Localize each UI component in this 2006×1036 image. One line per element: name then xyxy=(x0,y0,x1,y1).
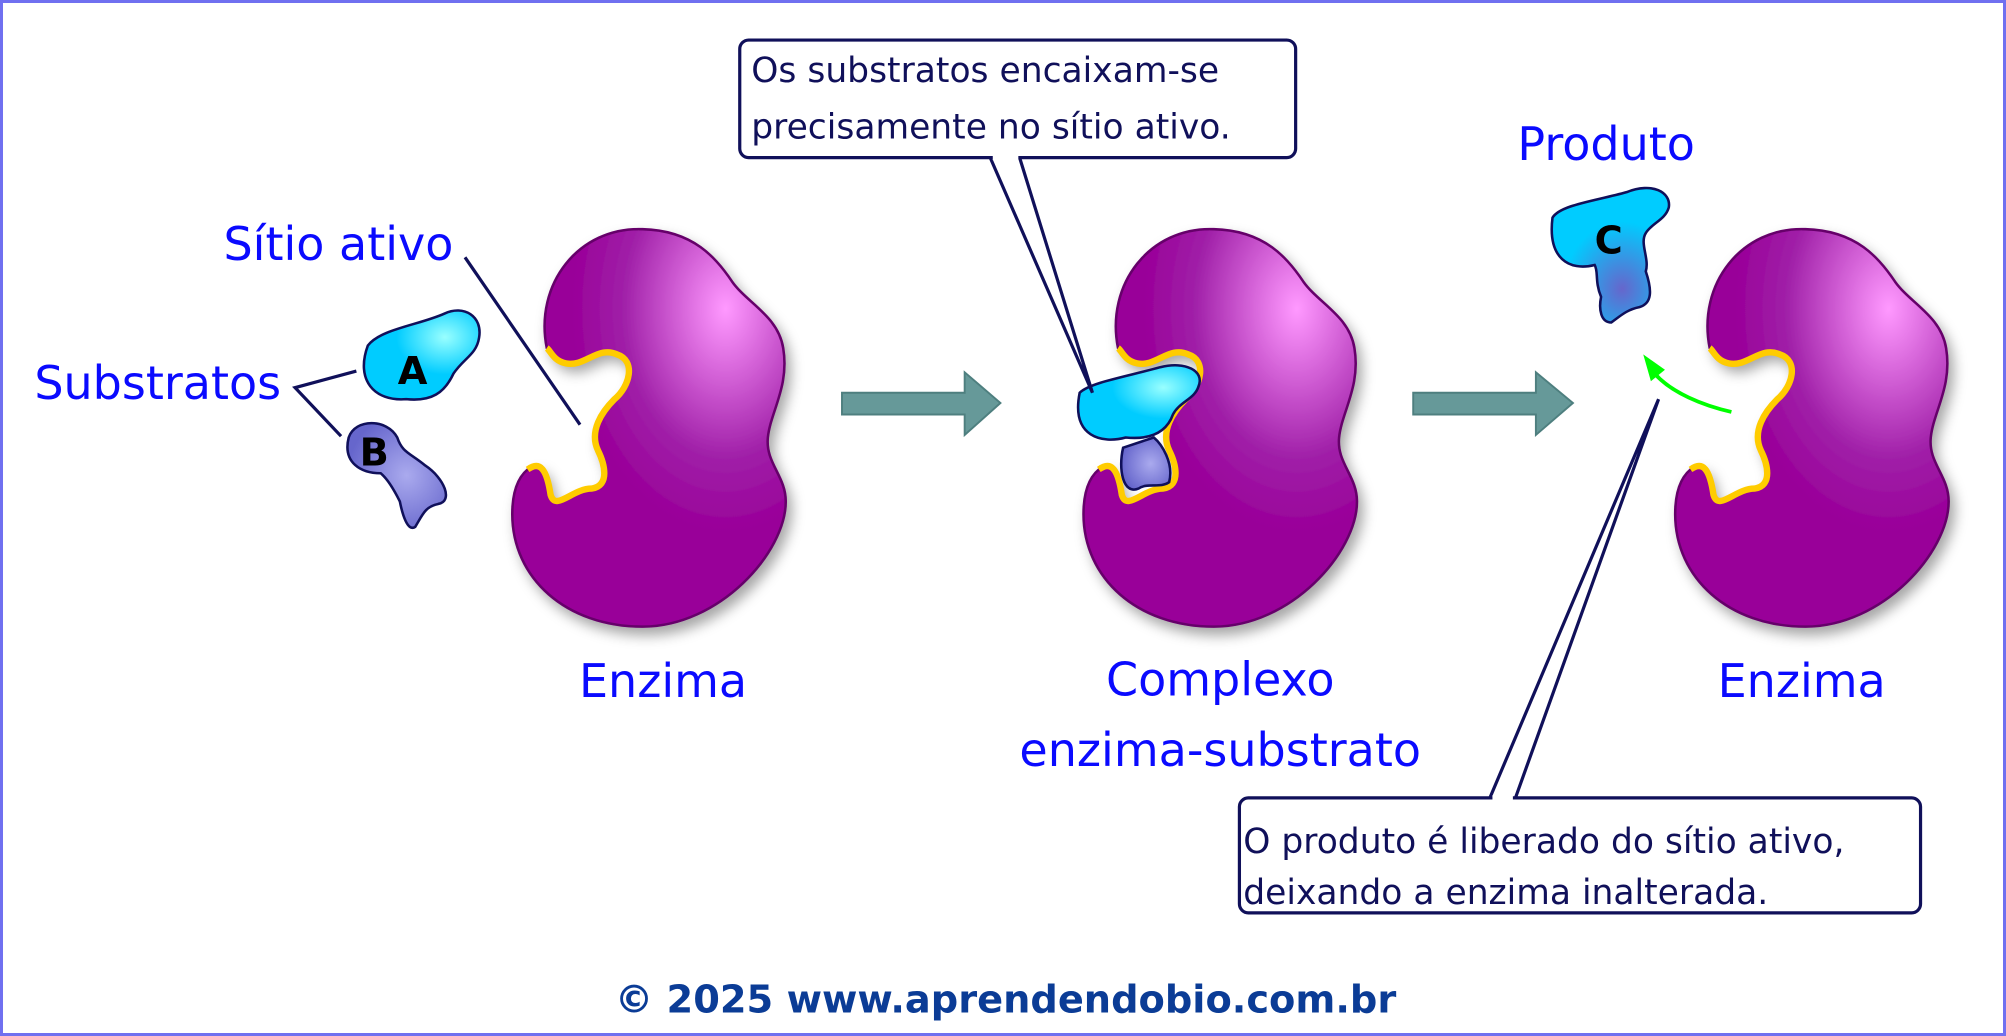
label-enzyme-right: Enzima xyxy=(1718,654,1886,708)
enzyme-diagram: A B C Os substratos encaixam-se precisam… xyxy=(34,38,2003,1023)
enzyme-shape-left xyxy=(512,229,785,627)
substrate-a-letter: A xyxy=(398,349,428,394)
callout-release-line1: O produto é liberado do sítio ativo, xyxy=(1243,822,1844,862)
enzyme-shape-right xyxy=(1675,229,1948,627)
bound-substrates xyxy=(1076,364,1201,491)
label-product: Produto xyxy=(1517,117,1695,171)
footer-copyright: © 2025 www.aprendendobio.com.br xyxy=(615,978,1396,1023)
substrate-b: B xyxy=(346,422,448,530)
label-substrates: Substratos xyxy=(34,356,281,410)
leader-lines xyxy=(292,156,1661,799)
product-c: C xyxy=(1550,186,1671,324)
substrate-a: A xyxy=(362,309,481,401)
label-active-site: Sítio ativo xyxy=(223,217,453,271)
label-enzyme-left: Enzima xyxy=(579,654,747,708)
callout-release-line2: deixando a enzima inalterada. xyxy=(1243,873,1768,913)
reaction-arrow-2 xyxy=(1412,370,1575,438)
product-c-letter: C xyxy=(1595,218,1623,263)
substrate-b-letter: B xyxy=(360,431,389,476)
release-arrow-icon xyxy=(1643,354,1732,414)
callout-fit-line1: Os substratos encaixam-se xyxy=(751,51,1219,91)
label-complex-line1: Complexo xyxy=(1106,653,1335,707)
label-complex-line2: enzima-substrato xyxy=(1019,723,1421,777)
callout-release: O produto é liberado do sítio ativo, dei… xyxy=(1237,795,1923,915)
callout-fit-line2: precisamente no sítio ativo. xyxy=(751,107,1230,147)
reaction-arrow-1 xyxy=(841,370,1002,438)
callout-fit: Os substratos encaixam-se precisamente n… xyxy=(738,38,1298,161)
